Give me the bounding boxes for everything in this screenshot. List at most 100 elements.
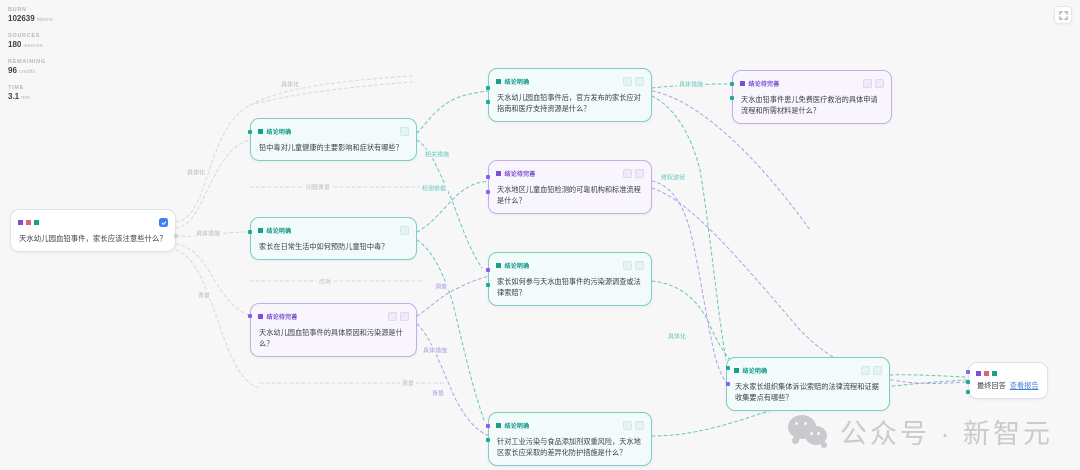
node-n7-actions[interactable] — [388, 312, 409, 321]
port-n8-in2 — [726, 382, 730, 386]
node-n7-tag: 结论待完善 — [266, 315, 298, 321]
copy-icon[interactable] — [400, 312, 409, 321]
copy-icon[interactable] — [635, 169, 644, 178]
node-n8-actions[interactable] — [861, 366, 882, 375]
stat-remaining-value: 96 — [8, 66, 17, 75]
node-root-check-icon — [159, 218, 168, 227]
node-n8-header: 结论明确 — [727, 358, 889, 377]
node-n2-actions[interactable] — [623, 77, 644, 86]
node-root-swatches — [18, 220, 39, 225]
node-blood-lead-testing[interactable]: 结论待完善 天水地区儿童血铅检测的可靠机构和标准流程是什么？ — [488, 160, 652, 214]
node-n3-actions[interactable] — [863, 79, 884, 88]
node-daily-prevention[interactable]: 结论明确 家长在日常生活中如何预防儿童铅中毒？ — [250, 217, 417, 260]
node-n6-text: 家长如何参与天水血铅事件的污染源调查或法律索赔？ — [497, 277, 641, 297]
node-n4-header: 结论待完善 — [489, 161, 651, 180]
stat-burn-key: BURN — [8, 7, 27, 13]
node-pollution-investigation[interactable]: 结论明确 家长如何参与天水血铅事件的污染源调查或法律索赔？ — [488, 252, 652, 306]
stat-time-key: TIME — [8, 85, 24, 91]
port-root-out — [174, 234, 178, 238]
stat-time-value: 3.1 — [8, 92, 20, 101]
node-n4-actions[interactable] — [623, 169, 644, 178]
node-n1-text: 铅中毒对儿童健康的主要影响和症状有哪些？ — [259, 143, 403, 152]
edge-label: 具体化 — [665, 331, 689, 341]
port-n5-in — [248, 230, 252, 234]
copy-icon[interactable] — [635, 77, 644, 86]
edge-label: 具体化 — [184, 167, 208, 177]
node-n5-tag: 结论明确 — [266, 229, 292, 235]
node-differentiated-protection[interactable]: 结论明确 针对工业污染与食品添加剂双重风险，天水地区家长应采取的差异化防护措施是… — [488, 412, 652, 466]
node-n2-tag: 结论明确 — [504, 80, 530, 86]
port-final-in — [966, 370, 970, 374]
node-n4-text: 天水地区儿童血铅检测的可靠机构和标准流程是什么？ — [497, 185, 641, 205]
node-incident-cause[interactable]: 结论待完善 天水幼儿园血铅事件的具体原因和污染源是什么？ — [250, 303, 417, 357]
node-n5-header: 结论明确 — [251, 218, 416, 237]
status-square-icon — [734, 368, 739, 373]
port-n9-in — [486, 424, 490, 428]
edge-label: 维权途径 — [658, 172, 688, 182]
stat-burn-unit: tokens — [36, 17, 53, 23]
port-n1-in — [248, 130, 252, 134]
port-n6-in — [486, 268, 490, 272]
node-n1-actions[interactable] — [400, 127, 409, 136]
expand-node-icon[interactable] — [388, 312, 397, 321]
expand-node-icon[interactable] — [863, 79, 872, 88]
node-n6-actions[interactable] — [623, 261, 644, 270]
node-final-answer[interactable]: 最终回答 查看报告 — [968, 362, 1048, 399]
edge-label: 相关措施 — [422, 149, 452, 159]
edge-label: 背景 — [399, 378, 417, 388]
stat-time-unit: min — [21, 95, 30, 101]
expand-node-icon[interactable] — [623, 169, 632, 178]
node-n8-text: 天水家长组织集体诉讼索赔的法律流程和证据收集要点有哪些？ — [735, 382, 879, 402]
node-n3-text: 天水血铅事件患儿免费医疗救治的具体申请流程和所需材料是什么？ — [741, 95, 878, 115]
node-n9-actions[interactable] — [623, 421, 644, 430]
expand-icon[interactable] — [1054, 6, 1072, 24]
node-n7-text: 天水幼儿园血铅事件的具体原因和污染源是什么？ — [259, 328, 403, 348]
port-n9-in2 — [486, 438, 490, 442]
status-square-icon — [740, 81, 745, 86]
node-n8-tag: 结论明确 — [742, 369, 768, 375]
node-lead-poisoning-symptoms[interactable]: 结论明确 铅中毒对儿童健康的主要影响和症状有哪些？ — [250, 118, 417, 161]
status-square-icon — [496, 263, 501, 268]
node-n6-header: 结论明确 — [489, 253, 651, 272]
edge-label: 调查 — [432, 281, 450, 291]
copy-icon[interactable] — [400, 127, 409, 136]
port-final-in2 — [966, 380, 970, 384]
edge-label: 具体化 — [278, 79, 302, 89]
node-n2-header: 结论明确 — [489, 69, 651, 88]
expand-node-icon[interactable] — [623, 421, 632, 430]
node-free-treatment-process[interactable]: 结论待完善 天水血铅事件患儿免费医疗救治的具体申请流程和所需材料是什么？ — [732, 70, 892, 124]
node-root[interactable]: 天水幼儿园血铅事件，家长应该注意些什么？ — [10, 209, 176, 252]
port-n2-in — [486, 86, 490, 90]
view-report-link[interactable]: 查看报告 — [1009, 381, 1039, 390]
node-n1-tag: 结论明确 — [266, 130, 292, 136]
port-n4-in — [486, 175, 490, 179]
edge-label: 具体措施 — [676, 79, 706, 89]
port-n6-in2 — [486, 283, 490, 287]
node-class-action-lawsuit[interactable]: 结论明确 天水家长组织集体诉讼索赔的法律流程和证据收集要点有哪些？ — [726, 357, 890, 411]
stat-sources-key: SOURCES — [8, 33, 41, 39]
copy-icon[interactable] — [875, 79, 884, 88]
port-final-in3 — [966, 390, 970, 394]
node-official-guidance[interactable]: 结论明确 天水幼儿园血铅事件后，官方发布的家长应对指南和医疗支持资源是什么？ — [488, 68, 652, 122]
node-n3-header: 结论待完善 — [733, 71, 891, 90]
node-n6-tag: 结论明确 — [504, 264, 530, 270]
node-n5-actions[interactable] — [400, 226, 409, 235]
copy-icon[interactable] — [635, 421, 644, 430]
node-n9-header: 结论明确 — [489, 413, 651, 432]
expand-node-icon[interactable] — [623, 77, 632, 86]
node-final-body: 最终回答 查看报告 — [969, 378, 1047, 398]
edge-label: 应对 — [316, 276, 334, 286]
port-n4-in2 — [486, 190, 490, 194]
expand-node-icon[interactable] — [861, 366, 870, 375]
edge-label: 具体措施 — [193, 228, 223, 238]
copy-icon[interactable] — [635, 261, 644, 270]
copy-icon[interactable] — [400, 226, 409, 235]
copy-icon[interactable] — [873, 366, 882, 375]
expand-node-icon[interactable] — [623, 261, 632, 270]
